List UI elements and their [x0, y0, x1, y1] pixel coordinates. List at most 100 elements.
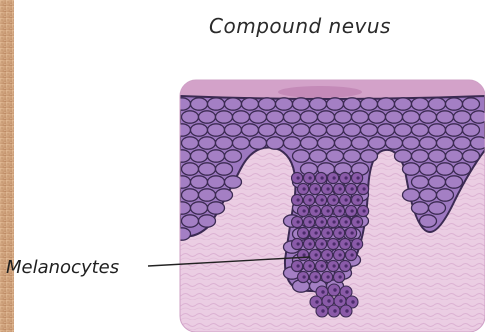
- epidermal-cell: [310, 124, 327, 136]
- epidermal-cell: [301, 137, 318, 149]
- melanocyte-nucleus: [332, 176, 335, 179]
- nest-cell-nucleus: [345, 309, 348, 312]
- epidermal-cell: [327, 124, 344, 136]
- epidermal-cell: [208, 124, 225, 136]
- epidermal-cell: [293, 98, 310, 110]
- epidermal-cell: [191, 202, 208, 214]
- melanocyte-nucleus: [302, 187, 305, 190]
- melanocyte-nucleus: [356, 220, 359, 223]
- epidermal-cell: [310, 150, 327, 162]
- epidermal-cell: [420, 111, 437, 123]
- melanocyte-nucleus: [296, 242, 299, 245]
- epidermal-cell: [174, 176, 191, 188]
- epidermal-cell: [386, 137, 403, 149]
- melanocyte-nucleus: [302, 253, 305, 256]
- dermal-nest: [310, 284, 358, 317]
- epidermal-cell: [395, 124, 412, 136]
- epidermal-cell: [276, 98, 293, 110]
- epidermal-cell: [361, 98, 378, 110]
- epidermal-cell: [361, 124, 378, 136]
- melanocyte-nucleus: [332, 220, 335, 223]
- epidermal-cell: [284, 137, 301, 149]
- epidermal-cell: [437, 189, 454, 201]
- epidermal-cell: [335, 111, 352, 123]
- epidermal-cell: [284, 111, 301, 123]
- melanocyte-nucleus: [338, 187, 341, 190]
- melanocyte-nucleus: [326, 209, 329, 212]
- epidermal-cell: [242, 124, 259, 136]
- epidermal-cell: [174, 228, 191, 240]
- nest-cell-nucleus: [345, 290, 348, 293]
- epidermal-cell: [199, 163, 216, 175]
- melanocyte-nucleus: [338, 209, 341, 212]
- epidermal-cell: [412, 98, 429, 110]
- melanocyte-nucleus: [344, 264, 347, 267]
- epidermal-cell: [250, 137, 267, 149]
- melanocyte-nucleus: [344, 242, 347, 245]
- epidermal-cell: [378, 98, 395, 110]
- epidermal-cell: [437, 137, 454, 149]
- melanocyte-nucleus: [320, 242, 323, 245]
- epidermal-cell: [395, 98, 412, 110]
- melanocyte-nucleus: [356, 198, 359, 201]
- epidermal-cell: [335, 137, 352, 149]
- melanocyte-nucleus: [326, 253, 329, 256]
- melanocyte-nucleus: [332, 264, 335, 267]
- melanocyte-nucleus: [350, 231, 353, 234]
- melanocyte-nucleus: [308, 264, 311, 267]
- epidermal-cell: [199, 137, 216, 149]
- epidermal-cell: [420, 137, 437, 149]
- epidermal-cell: [318, 111, 335, 123]
- epidermal-cell: [174, 98, 191, 110]
- nest-cell-nucleus: [315, 300, 318, 303]
- epidermal-cell: [454, 163, 471, 175]
- melanocyte-nucleus: [326, 231, 329, 234]
- epidermal-cell: [208, 98, 225, 110]
- epidermal-cell: [182, 137, 199, 149]
- nest-cell-nucleus: [321, 290, 324, 293]
- epidermal-cell: [276, 124, 293, 136]
- epidermal-cell: [429, 124, 446, 136]
- epidermal-cell: [225, 98, 242, 110]
- epidermal-cell: [378, 124, 395, 136]
- melanocyte-nucleus: [320, 264, 323, 267]
- melanocyte-nucleus: [308, 198, 311, 201]
- epidermal-cell: [344, 98, 361, 110]
- melanocyte-nucleus: [356, 176, 359, 179]
- tissue-block: [174, 80, 485, 332]
- melanocyte-nucleus: [302, 275, 305, 278]
- epidermal-cell: [386, 111, 403, 123]
- epidermal-cell: [216, 111, 233, 123]
- epidermal-cell: [182, 163, 199, 175]
- epidermal-cell: [369, 137, 386, 149]
- nest-cell-nucleus: [327, 299, 330, 302]
- nest-cell-nucleus: [321, 309, 324, 312]
- epidermal-cell: [310, 98, 327, 110]
- melanocyte-nucleus: [350, 253, 353, 256]
- epidermal-cell: [403, 137, 420, 149]
- epidermal-cell: [199, 215, 216, 227]
- melanocyte-nucleus: [296, 264, 299, 267]
- melanocyte-nucleus: [308, 176, 311, 179]
- epidermal-cell: [233, 137, 250, 149]
- epidermal-cell: [182, 111, 199, 123]
- epidermal-cell: [259, 98, 276, 110]
- epidermal-cell: [293, 150, 310, 162]
- epidermal-cell: [412, 202, 429, 214]
- nest-cell-nucleus: [351, 300, 354, 303]
- melanocyte-nucleus: [296, 176, 299, 179]
- melanocyte-nucleus: [308, 220, 311, 223]
- melanocyte-nucleus: [350, 209, 353, 212]
- melanocyte-nucleus: [320, 220, 323, 223]
- melanocyte-nucleus: [332, 242, 335, 245]
- melanocyte-nucleus: [302, 209, 305, 212]
- melanocyte-nucleus: [356, 242, 359, 245]
- nest-cell-nucleus: [333, 288, 336, 291]
- epidermal-cell: [344, 150, 361, 162]
- epidermal-cell: [259, 124, 276, 136]
- epidermal-cell: [429, 98, 446, 110]
- melanocyte-nucleus: [314, 187, 317, 190]
- epidermal-cell: [420, 215, 437, 227]
- melanocyte-nucleus: [326, 187, 329, 190]
